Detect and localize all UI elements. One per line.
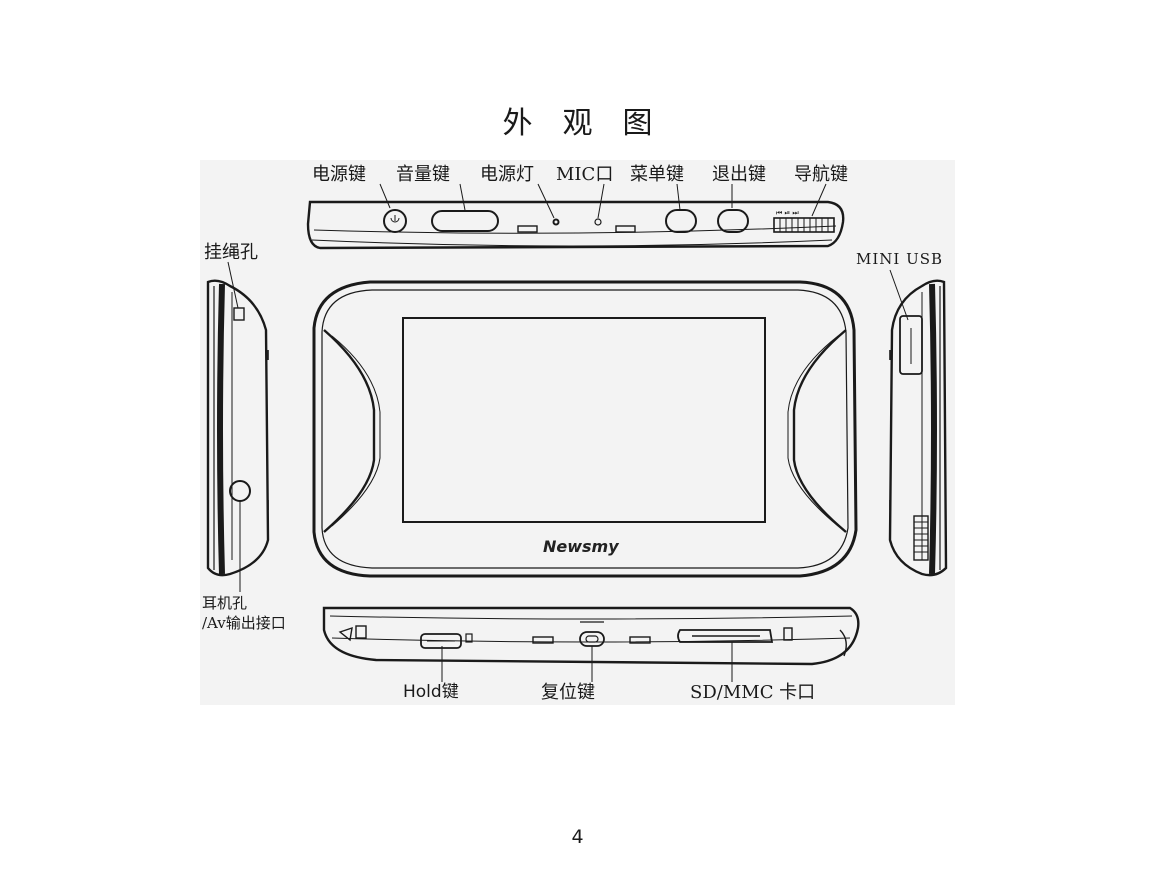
label-volume-key: 音量键	[396, 164, 450, 185]
hold-switch-shape	[420, 633, 462, 649]
label-menu-key: 菜单键	[630, 164, 684, 185]
device-drawing: ⏮ ⏯ ⏭	[206, 183, 948, 682]
reset-button-shape	[579, 631, 605, 647]
label-mini-usb: MINI USB	[856, 250, 944, 268]
label-reset-key: 复位键	[541, 682, 595, 703]
label-exit-key: 退出键	[712, 164, 766, 185]
right-side-view	[888, 269, 948, 577]
mini-usb-port-shape	[899, 315, 923, 375]
page-title: 外 观 图	[502, 106, 653, 141]
label-hold-key: Hold键	[403, 682, 459, 702]
label-lanyard-hole: 挂绳孔	[204, 242, 258, 263]
sd-slot-shape	[677, 629, 774, 643]
screen	[402, 317, 766, 523]
bottom-view	[322, 606, 860, 682]
menu-key-shape	[665, 209, 697, 233]
label-power-light: 电源灯	[480, 164, 534, 185]
label-sd-slot: SD/MMC 卡口	[690, 682, 816, 703]
label-earphone-jack: 耳机孔	[202, 594, 248, 612]
power-button-shape	[383, 209, 407, 233]
left-side-view	[206, 261, 270, 592]
front-view	[312, 280, 858, 578]
label-power-key: 电源键	[312, 164, 366, 185]
exit-key-shape	[717, 209, 749, 233]
brand-logo: Newsmy	[543, 537, 619, 556]
volume-key-shape	[431, 210, 499, 232]
device-diagram: ⏮ ⏯ ⏭	[200, 160, 955, 705]
page-number: 4	[571, 826, 584, 848]
top-view: ⏮ ⏯ ⏭	[306, 183, 845, 250]
label-nav-key: 导航键	[794, 164, 848, 185]
svg-text:⏮ ⏯ ⏭: ⏮ ⏯ ⏭	[776, 209, 799, 217]
label-av-output: /Av输出接口	[202, 614, 286, 632]
label-mic: MIC口	[556, 164, 614, 185]
earphone-jack-shape	[229, 480, 251, 502]
